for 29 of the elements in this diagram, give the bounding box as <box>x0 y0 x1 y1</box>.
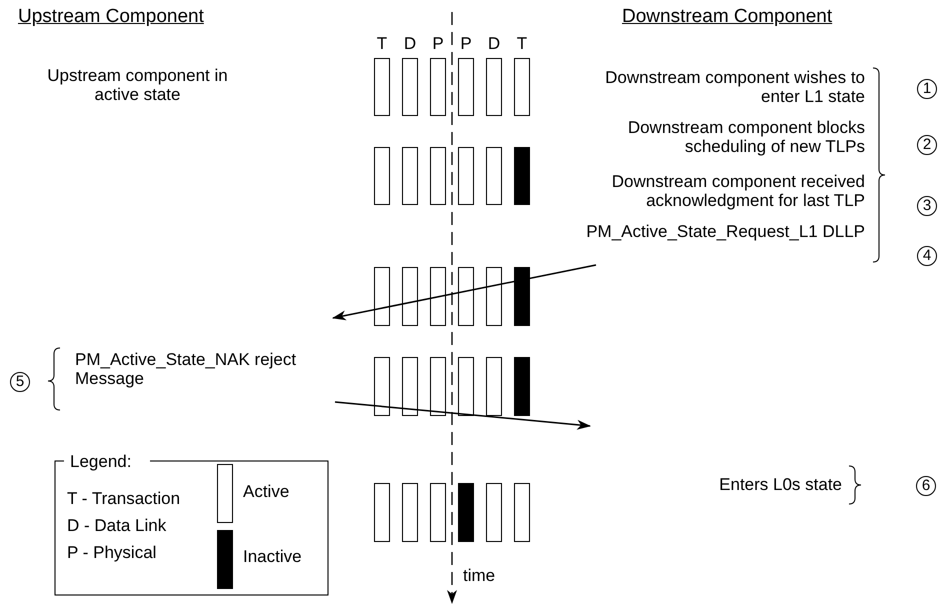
step-number: 4 <box>917 246 937 266</box>
layer-letter: T <box>516 34 528 53</box>
step-number: 5 <box>10 372 30 392</box>
legend-abbreviation: P - Physical <box>67 543 158 562</box>
message-text: PM_Active_State_NAK reject Message <box>75 350 335 402</box>
layer-letter: P <box>431 34 445 53</box>
step-description: Upstream component in active state <box>46 66 229 104</box>
legend-text: Inactive <box>243 547 302 566</box>
step-number: 6 <box>916 476 936 496</box>
legend-abbreviation: D - Data Link <box>67 516 168 535</box>
legend-text: Active <box>243 482 290 501</box>
message-arrow <box>334 401 591 430</box>
message-arrow <box>332 264 596 320</box>
step-description: Downstream component blocks scheduling of new TLPs <box>626 118 865 156</box>
step-number: 1 <box>917 79 937 99</box>
step-description: Downstream component received acknowledgment for last TLP <box>610 172 865 210</box>
step-number: 2 <box>917 135 937 155</box>
legend-abbreviation: T - Transaction <box>67 489 182 508</box>
step-number: 3 <box>917 196 937 216</box>
section-heading: Upstream Component <box>18 6 205 28</box>
layer-letter: D <box>402 34 418 53</box>
layer-letter: P <box>459 34 473 53</box>
label: Enters L0s state <box>718 475 842 494</box>
step-description: Downstream component wishes to enter L1 state <box>604 68 865 106</box>
axis-label: time <box>463 566 496 585</box>
message-text: PM_Active_State_Request_L1 DLLP <box>578 222 865 265</box>
layer-letter: D <box>486 34 502 53</box>
section-heading: Downstream Component <box>622 6 834 28</box>
layer-letter: T <box>376 34 388 53</box>
